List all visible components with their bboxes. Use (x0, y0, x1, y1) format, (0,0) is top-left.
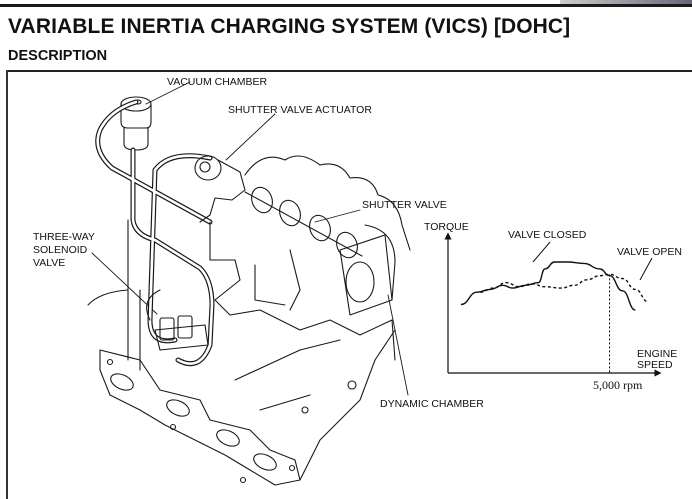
chart-x-marker-label: 5,000 rpm (593, 378, 643, 392)
leader-vacuum-chamber (145, 81, 191, 105)
chart-y-label: TORQUE (424, 221, 469, 233)
chart-x-label-line2: SPEED (637, 359, 673, 371)
legend-leader-closed (532, 241, 551, 263)
legend-leader-open (639, 257, 653, 281)
label-shutter-valve: SHUTTER VALVE (362, 199, 447, 211)
chart-x-label-line1: ENGINE (637, 348, 678, 360)
page-edge-shade (560, 0, 692, 5)
figure-frame-left (6, 70, 8, 499)
shutter-valve-discs (244, 186, 363, 259)
label-three-way-line1: THREE-WAY (33, 231, 95, 243)
label-shutter-valve-actuator: SHUTTER VALVE ACTUATOR (228, 104, 372, 116)
dynamic-chamber-shape (254, 234, 393, 316)
leader-shutter-valve-actuator (225, 113, 276, 161)
label-three-way-line3: VALVE (33, 257, 66, 269)
leader-three-way-solenoid (91, 252, 158, 315)
label-vacuum-chamber: VACUUM CHAMBER (167, 76, 268, 88)
label-dynamic-chamber: DYNAMIC CHAMBER (380, 398, 484, 410)
intake-manifold (99, 329, 396, 486)
legend-valve-closed: VALVE CLOSED (508, 229, 587, 241)
legend-valve-open: VALVE OPEN (617, 246, 682, 258)
three-way-solenoid-shape (154, 315, 209, 351)
shutter-valve-actuator-shape (194, 155, 246, 223)
page-title: VARIABLE INERTIA CHARGING SYSTEM (VICS) … (8, 15, 571, 38)
leader-shutter-valve (314, 209, 361, 223)
figure-frame-top (6, 70, 692, 72)
vacuum-chamber-shape (120, 96, 152, 151)
label-three-way-line2: SOLENOID (33, 244, 88, 256)
leader-lines (91, 81, 409, 396)
intake-runners-outline (244, 155, 411, 301)
engine-body (87, 219, 396, 371)
section-heading: DESCRIPTION (8, 48, 108, 64)
leader-dynamic-chamber (387, 294, 409, 396)
header-rule (0, 4, 692, 7)
series-valve-open (480, 273, 649, 303)
